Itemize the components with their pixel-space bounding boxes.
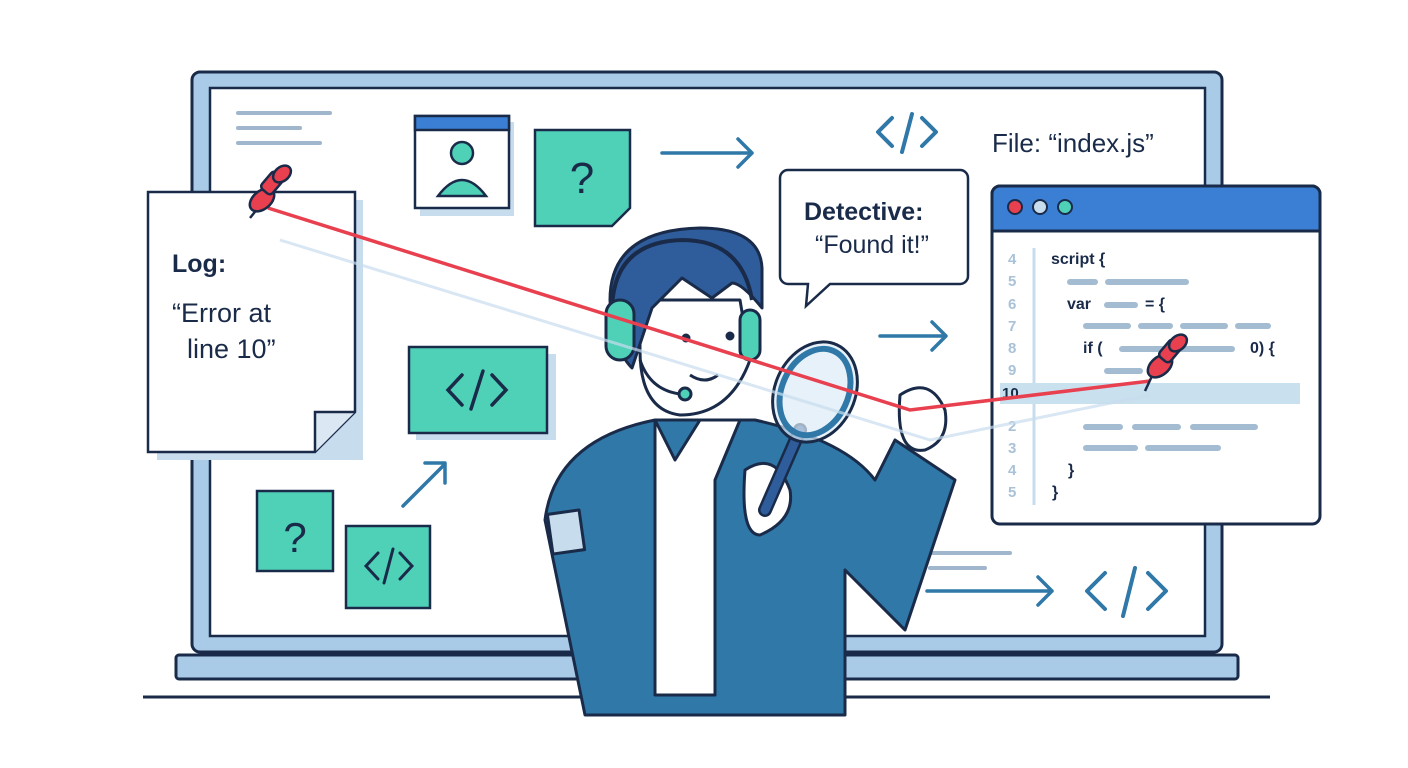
code-icon [876, 112, 1168, 618]
code-text: script { var = { if ( 0) { } } [1051, 251, 1275, 501]
close-dot-icon[interactable] [1007, 199, 1023, 215]
svg-text:5: 5 [1008, 273, 1016, 290]
pushpin-icon [1143, 333, 1189, 392]
code-window [990, 184, 1322, 526]
code-icon [407, 345, 556, 440]
svg-text:script {: script { [1051, 251, 1105, 268]
svg-text:4: 4 [1008, 251, 1017, 268]
code-icon [344, 524, 432, 610]
file-label: File: “index.js” [992, 128, 1154, 158]
detective-character [543, 226, 957, 717]
maximize-dot-icon[interactable] [1057, 199, 1073, 215]
svg-text:}: } [1052, 484, 1058, 501]
svg-text:2: 2 [1008, 418, 1016, 435]
log-title: Log: [172, 250, 226, 278]
svg-text:7: 7 [1008, 318, 1016, 335]
headset-icon [604, 298, 636, 362]
svg-text:var: var [1067, 296, 1091, 313]
question-icon: ? [533, 128, 632, 228]
svg-text:if (: if ( [1083, 340, 1103, 357]
speech-bubble [778, 168, 970, 310]
svg-text:9: 9 [1008, 362, 1016, 379]
svg-text:?: ? [283, 514, 306, 561]
svg-text:4: 4 [1008, 462, 1017, 479]
arrow-right-icon [401, 137, 1054, 607]
svg-text:0) {: 0) { [1250, 340, 1275, 357]
svg-text:8: 8 [1008, 340, 1016, 357]
svg-text:= {: = { [1145, 296, 1165, 313]
svg-text:?: ? [570, 154, 594, 203]
text-lines-decoration [236, 111, 1012, 570]
pushpin-icon [248, 164, 293, 219]
svg-text:6: 6 [1008, 296, 1016, 313]
log-line-1: “Error at [172, 298, 272, 328]
evidence-string [267, 206, 1151, 442]
speech-speaker: Detective: [804, 198, 924, 226]
question-icon: ? [255, 489, 335, 573]
log-line-2: line 10” [187, 334, 276, 364]
svg-text:5: 5 [1008, 484, 1016, 501]
magnifying-glass-icon [758, 340, 859, 517]
speech-quote: “Found it!” [815, 231, 929, 259]
svg-text:}: } [1068, 462, 1074, 479]
highlighted-line [1000, 383, 1300, 404]
minimize-dot-icon[interactable] [1032, 199, 1048, 215]
log-note [146, 190, 363, 460]
user-profile-icon [413, 114, 514, 216]
svg-text:3: 3 [1008, 440, 1016, 457]
